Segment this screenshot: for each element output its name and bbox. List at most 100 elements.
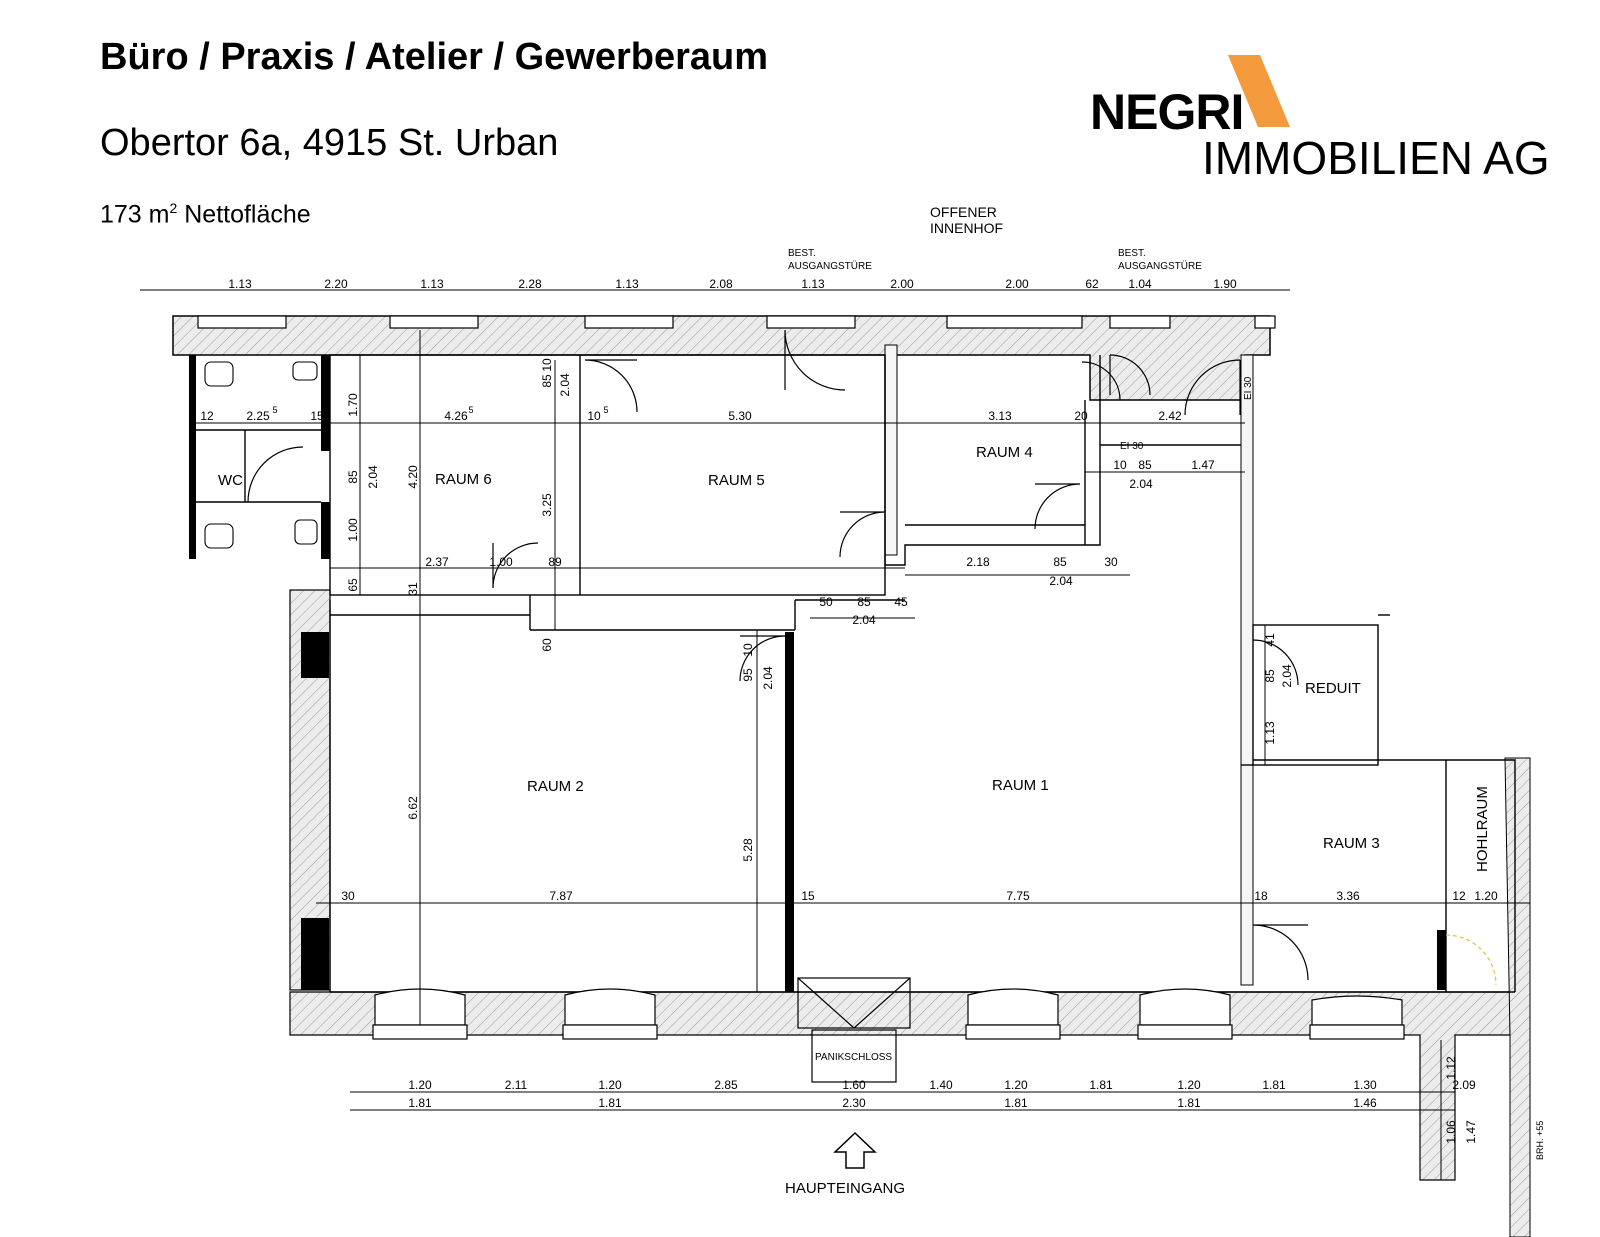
dim-bottom-2: 1.81 <box>598 1096 622 1110</box>
dim-row2-sup: 5 <box>272 405 277 415</box>
dim-mid: 3.36 <box>1336 889 1360 903</box>
net-area-label: Nettofläche <box>184 200 311 229</box>
dim-top: 1.13 <box>228 277 252 291</box>
dim-row2-sup: 5 <box>603 405 608 415</box>
dimension-text-mid: 30 7.87 15 7.75 18 3.36 12 1.20 <box>341 889 1498 903</box>
dim-bottom-2: 1.81 <box>1004 1096 1028 1110</box>
dim-bottom-1: 1.20 <box>408 1078 432 1092</box>
dim-vertical: 3.25 <box>540 493 554 517</box>
dim-row2: 12 <box>200 409 214 423</box>
room-3-label: RAUM 3 <box>1323 835 1380 852</box>
dim-row2: 3.13 <box>988 409 1012 423</box>
dim-vertical: 65 <box>346 578 360 592</box>
net-area: 173 m2 Nettofläche <box>100 200 311 229</box>
dim-bottom-1: 2.11 <box>505 1078 528 1092</box>
dim-vertical: 2.04 <box>1280 664 1294 688</box>
dim-bottom-1: 1.40 <box>929 1078 953 1092</box>
courtyard-label-line1: OFFENER <box>930 204 997 220</box>
dim-top: 1.13 <box>420 277 444 291</box>
dim-vertical: 85 <box>1263 669 1277 683</box>
room-reduit-label: REDUIT <box>1305 680 1361 697</box>
dim-top: 62 <box>1085 277 1099 291</box>
dim-bottom-2: 1.81 <box>408 1096 432 1110</box>
dim-row2: 2.42 <box>1158 409 1182 423</box>
dim-top: 1.13 <box>801 277 825 291</box>
dim-row2: 4.26 <box>444 409 468 423</box>
exit-door-a-line2: AUSGANGSTÜRE <box>788 260 872 272</box>
dim-vertical: 4.20 <box>406 465 420 489</box>
dim-misc: 1.00 <box>489 555 513 569</box>
room-2-label: RAUM 2 <box>527 778 584 795</box>
door-swings <box>247 329 1497 986</box>
dim-top: 1.90 <box>1213 277 1237 291</box>
dimension-text-vertical: 1.70 85 1.00 2.04 4.20 65 31 6.62 85 10 … <box>346 358 1478 1144</box>
dim-vertical: 10 <box>741 643 755 657</box>
exit-door-b-line2: AUSGANGSTÜRE <box>1118 260 1202 272</box>
dim-vertical: 1.70 <box>346 393 360 417</box>
dim-row2: 20 <box>1074 409 1088 423</box>
dimension-text-bottom: 1.20 2.11 1.20 2.85 1.60 1.40 1.20 1.81 … <box>408 1078 1476 1110</box>
exit-door-b-line1: BEST. <box>1118 248 1146 259</box>
main-entrance-label: HAUPTEINGANG <box>785 1180 905 1197</box>
dim-bottom-1: 1.20 <box>1004 1078 1028 1092</box>
dim-vertical: 1.12 <box>1444 1056 1458 1080</box>
plan-title: Büro / Praxis / Atelier / Gewerberaum <box>100 36 769 78</box>
load-bearing-walls <box>189 355 1446 992</box>
exit-door-a-line1: BEST. <box>788 248 816 259</box>
dim-vertical: 31 <box>406 582 420 596</box>
room-labels: WC RAUM 6 RAUM 5 RAUM 4 RAUM 2 RAUM 1 RA… <box>218 444 1491 872</box>
dim-mid: 7.87 <box>549 889 573 903</box>
dimension-text-row2: 12 2.25 5 15 4.26 5 10 5 5.30 3.13 20 2.… <box>200 405 1182 423</box>
dim-vertical: 1.00 <box>346 518 360 542</box>
dim-vertical: 10 <box>540 358 554 372</box>
room-hohlraum-label: HOHLRAUM <box>1474 786 1491 872</box>
dimension-lines <box>140 289 1530 1180</box>
dim-bottom-1: 2.85 <box>714 1078 738 1092</box>
dim-bottom-2: 2.30 <box>842 1096 866 1110</box>
dim-vertical: 85 <box>540 374 554 388</box>
logo-slash-icon <box>1228 55 1290 127</box>
room-5-label: RAUM 5 <box>708 472 765 489</box>
dim-top: 1.04 <box>1128 277 1152 291</box>
dim-vertical: 85 <box>346 470 360 484</box>
dim-misc: 2.04 <box>1049 574 1073 588</box>
dim-vertical: 2.04 <box>558 373 572 397</box>
dim-misc: 45 <box>894 595 908 609</box>
panic-lock-label: PANIKSCHLOSS <box>815 1052 892 1063</box>
dim-row2: 2.25 <box>246 409 270 423</box>
dim-bottom-1: 2.09 <box>1452 1078 1476 1092</box>
logo-name: NEGRI <box>1090 84 1244 140</box>
dim-top: 1.13 <box>615 277 639 291</box>
interior-walls <box>196 354 1516 993</box>
dim-top: 2.08 <box>709 277 733 291</box>
ei30-label-a: EI 30 <box>1120 441 1144 452</box>
dim-vertical: 60 <box>540 638 554 652</box>
dim-misc: 30 <box>1104 555 1118 569</box>
courtyard-label-line2: INNENHOF <box>930 220 1003 236</box>
main-entrance-door <box>797 977 911 1083</box>
dim-bottom-2: 1.81 <box>1177 1096 1201 1110</box>
dimension-text-misc: 2.37 1.00 89 2.18 85 30 2.04 50 85 45 2.… <box>425 458 1215 627</box>
dim-vertical: 1.13 <box>1263 721 1277 745</box>
dim-bottom-1: 1.81 <box>1089 1078 1113 1092</box>
dim-top: 2.20 <box>324 277 348 291</box>
dim-vertical: 5.28 <box>741 838 755 862</box>
dim-vertical: 95 <box>741 668 755 682</box>
dimension-text-top: 1.13 2.20 1.13 2.28 1.13 2.08 1.13 2.00 … <box>228 277 1237 291</box>
dim-misc: 2.04 <box>1129 477 1153 491</box>
dim-misc: 85 <box>1138 458 1152 472</box>
dim-vertical: 2.04 <box>761 666 775 690</box>
net-area-unit-sup: 2 <box>169 200 178 216</box>
dim-bottom-1: 1.81 <box>1262 1078 1286 1092</box>
dim-row2-sup: 5 <box>468 405 473 415</box>
dim-misc: 2.18 <box>966 555 990 569</box>
room-wc-label: WC <box>218 472 243 489</box>
logo-subtitle: IMMOBILIEN AG <box>1202 132 1550 184</box>
dim-mid: 7.75 <box>1006 889 1030 903</box>
dim-bottom-1: 1.20 <box>1177 1078 1201 1092</box>
dim-misc: 85 <box>1053 555 1067 569</box>
dim-bottom-1: 1.20 <box>598 1078 622 1092</box>
dim-bottom-2: 1.46 <box>1353 1096 1377 1110</box>
dim-vertical: 41 <box>1263 633 1277 647</box>
room-4-label: RAUM 4 <box>976 444 1033 461</box>
